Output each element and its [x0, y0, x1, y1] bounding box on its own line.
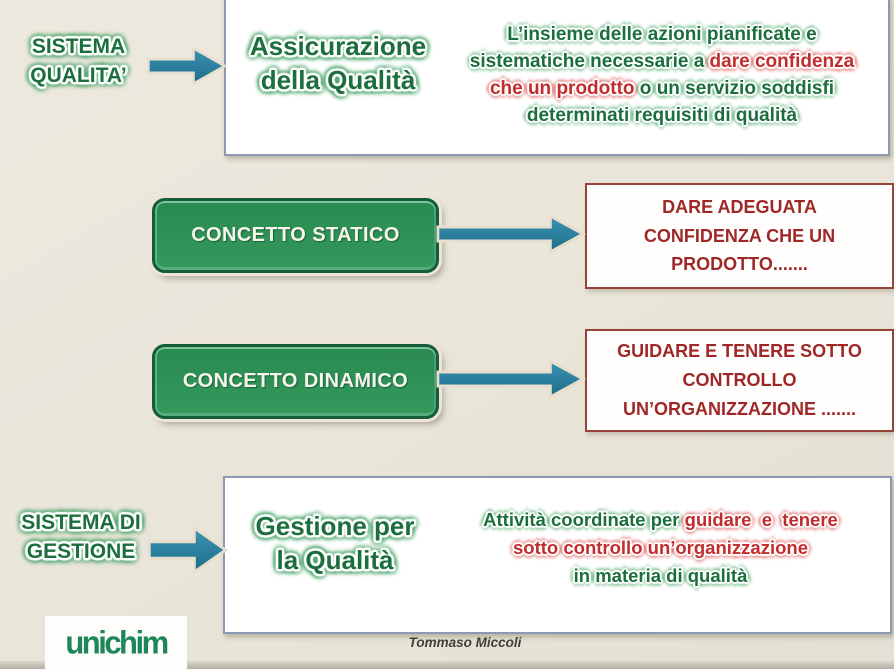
arrow-right-icon-bottom	[147, 524, 229, 576]
concetto-dinamico-label: CONCETTO DINAMICO	[182, 370, 409, 392]
slide-bottom-edge	[0, 661, 894, 669]
unichim-logo-text: unichim	[65, 623, 169, 661]
assurance-title-line1: Assicurazione	[249, 31, 427, 61]
concetto-statico-label: CONCETTO STATICO	[191, 224, 400, 246]
gestione-title: Gestione per la Qualità	[235, 510, 435, 578]
assurance-title-line2: della Qualità	[260, 64, 416, 95]
concetto-statico-button: CONCETTO STATICO	[152, 198, 439, 273]
sistema-qualita-label-line1: SISTEMA	[31, 35, 126, 58]
assurance-box: Assicurazione della Qualità L’insieme de…	[224, 0, 890, 156]
sistema-di-gestione-label-line2: GESTIONE	[26, 540, 136, 564]
unichim-logo: unichim	[45, 616, 187, 669]
arrow-right-icon-static	[436, 213, 586, 255]
sistema-di-gestione-label: SISTEMA DI GESTIONE	[0, 508, 162, 567]
gestione-title-line2: la Qualità	[276, 544, 394, 575]
sistema-qualita-label-line2: QUALITA’	[30, 64, 127, 88]
author-credit: Tommaso Miccoli	[408, 635, 522, 650]
arrow-right-icon-dynamic	[436, 358, 586, 400]
gestione-description: Attività coordinate per guidare e tenere…	[483, 509, 838, 586]
arrow-right-icon-top	[146, 45, 228, 87]
gestione-title-line1: Gestione per	[255, 511, 415, 541]
concetto-dinamico-button: CONCETTO DINAMICO	[152, 344, 439, 419]
sistema-qualita-label: SISTEMA QUALITA’	[6, 32, 151, 91]
sistema-di-gestione-label-line1: SISTEMA DI	[21, 511, 141, 534]
gestione-box: Gestione per la Qualità Attività coordin…	[223, 476, 892, 634]
assurance-title: Assicurazione della Qualità	[232, 30, 444, 98]
